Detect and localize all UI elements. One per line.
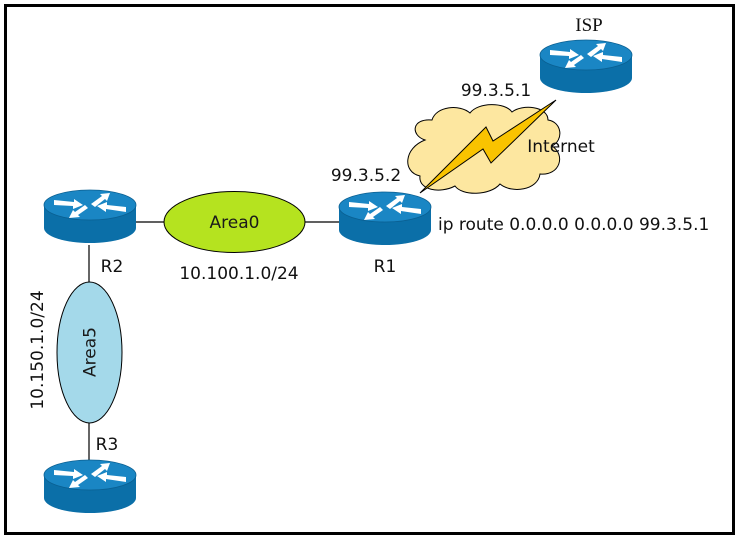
router-r3-label: R3 bbox=[96, 435, 119, 455]
r1-static-route-config: ip route 0.0.0.0 0.0.0.0 99.3.5.1 bbox=[438, 215, 709, 235]
isp-ip-label: 99.3.5.1 bbox=[461, 81, 531, 101]
area5-zone: Area5 bbox=[56, 281, 123, 424]
diagram-frame bbox=[4, 4, 735, 535]
area0-zone: Area0 bbox=[163, 191, 306, 253]
router-r2-label: R2 bbox=[101, 257, 124, 277]
router-r3-icon[interactable] bbox=[43, 459, 137, 514]
r1-ip-label: 99.3.5.2 bbox=[331, 166, 401, 186]
router-r2-icon[interactable] bbox=[43, 189, 137, 244]
router-isp-icon[interactable] bbox=[539, 39, 633, 94]
area0-label: Area0 bbox=[210, 213, 260, 233]
router-r1-label: R1 bbox=[374, 257, 397, 277]
router-r1-icon[interactable] bbox=[338, 191, 432, 246]
area5-subnet-label: 10.150.1.0/24 bbox=[28, 290, 48, 409]
wan-link-bolt-icon bbox=[419, 99, 557, 194]
internet-label: Internet bbox=[527, 137, 595, 157]
router-isp-label: ISP bbox=[575, 15, 602, 36]
area0-subnet-label: 10.100.1.0/24 bbox=[179, 264, 298, 284]
area5-label: Area5 bbox=[81, 327, 101, 377]
